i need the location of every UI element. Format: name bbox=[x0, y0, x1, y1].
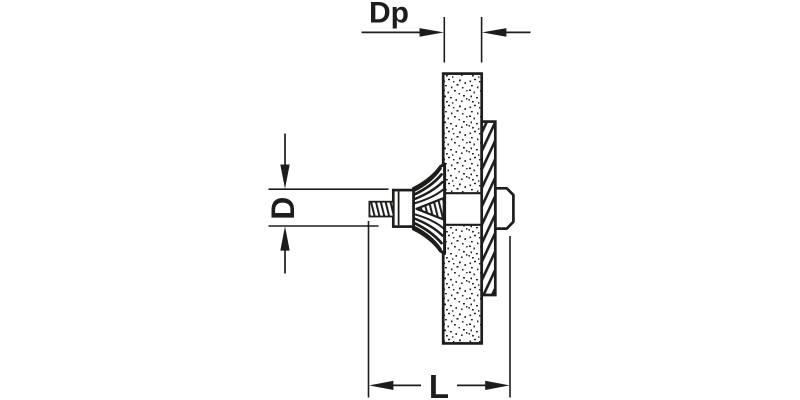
anchor-nut-body bbox=[391, 188, 415, 228]
l-arrow-right bbox=[485, 380, 510, 390]
dim-diameter: D bbox=[265, 133, 389, 274]
anchor-sleeve bbox=[444, 192, 482, 226]
screw-thread-stripes bbox=[369, 201, 394, 217]
d-arrow-down bbox=[280, 164, 290, 189]
label-l: L bbox=[429, 368, 449, 400]
label-dp: Dp bbox=[369, 0, 409, 30]
dp-arrow-left bbox=[419, 28, 444, 37]
dp-arrow-right bbox=[482, 28, 507, 37]
wing-band-top-4 bbox=[413, 188, 445, 205]
wing-band-bottom-3 bbox=[412, 216, 444, 237]
wing-band-top-1 bbox=[411, 166, 442, 193]
wing-band-top-2 bbox=[412, 173, 443, 197]
l-arrow-left bbox=[369, 380, 394, 390]
screw-shank-through-wings bbox=[415, 196, 445, 221]
dim-length: L bbox=[367, 221, 511, 400]
anchor-nut-collar bbox=[391, 188, 415, 228]
screw-thread-tip bbox=[368, 200, 395, 218]
screw-thread-outline bbox=[368, 200, 395, 218]
dim-panel-thickness: Dp bbox=[361, 0, 531, 63]
wing-band-top-3 bbox=[412, 180, 444, 201]
fixture-plate bbox=[480, 120, 497, 297]
label-d: D bbox=[265, 197, 301, 220]
expansion-wings bbox=[411, 162, 447, 255]
wing-band-bottom-2 bbox=[412, 221, 443, 245]
wing-band-bottom-1 bbox=[411, 225, 442, 251]
d-arrow-up bbox=[280, 226, 290, 251]
anchor-sleeve-bore bbox=[444, 193, 482, 225]
screw-head bbox=[494, 186, 515, 230]
fixture-plate-hatch bbox=[481, 121, 496, 295]
wing-band-bottom-4 bbox=[413, 213, 445, 230]
